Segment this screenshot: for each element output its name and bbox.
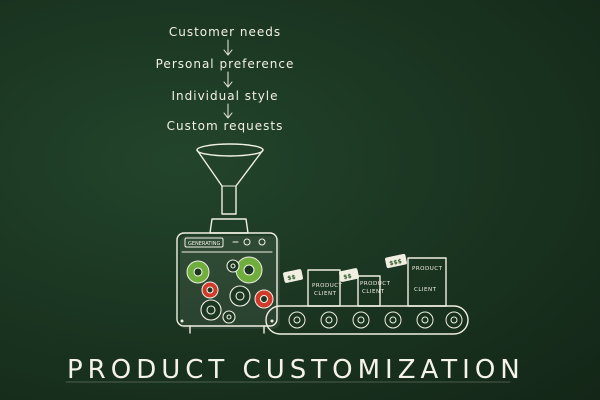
- gear-outline-icon: [226, 259, 240, 273]
- belt-outline: [265, 305, 469, 335]
- flow-arrow-head-3: [223, 112, 233, 119]
- svg-text:$$$: $$$: [389, 258, 403, 267]
- need-item-3: Individual style: [171, 89, 278, 103]
- machine-display-label: GENERATING: [188, 241, 221, 247]
- product-box-label-1: PRODUCT: [312, 283, 343, 289]
- product-box: PRODUCT CLIENT: [307, 269, 343, 307]
- funnel-icon: [196, 143, 264, 215]
- machine-knob-2: [258, 238, 266, 246]
- product-box-label-1: PRODUCT: [412, 266, 443, 272]
- machine-display: [184, 237, 224, 248]
- machine-intake: [209, 218, 249, 234]
- dollar-tag-icon: $$: [339, 268, 359, 282]
- gear-red-icon: [254, 289, 274, 309]
- machine-knob-1: [243, 238, 251, 246]
- gear-green-icon: [186, 260, 210, 284]
- product-box-label-2: CLIENT: [362, 289, 385, 295]
- svg-text:$$: $$: [287, 274, 297, 283]
- product-box: PRODUCT CLIENT: [407, 257, 447, 307]
- svg-text:$$: $$: [343, 273, 353, 282]
- page-title: PRODUCT CUSTOMIZATION: [67, 355, 525, 385]
- flow-arrow-head-1: [223, 49, 233, 56]
- conveyor-belt: [265, 305, 469, 335]
- dollar-tag-icon: $$: [283, 269, 303, 283]
- product-box-label-2: CLIENT: [414, 287, 437, 293]
- gear-outline-icon: [200, 299, 222, 321]
- customization-machine: GENERATING: [176, 218, 280, 334]
- flow-arrow-head-2: [223, 81, 233, 88]
- belt-rollers: [288, 311, 463, 329]
- product-box: PRODUCT CLIENT: [357, 275, 391, 307]
- need-item-1: Customer needs: [169, 25, 281, 39]
- need-item-2: Personal preference: [156, 57, 295, 71]
- product-box-label-2: CLIENT: [314, 291, 337, 297]
- gear-green-icon: [235, 256, 263, 284]
- dollar-tag-icon: $$$: [385, 253, 407, 269]
- gear-red-icon: [201, 281, 219, 299]
- product-box-label-1: PRODUCT: [360, 281, 391, 287]
- requirements-list: Customer needs Personal preference Indiv…: [156, 25, 295, 133]
- gear-outline-icon: [222, 310, 236, 324]
- gear-outline-icon: [229, 285, 251, 307]
- need-item-4: Custom requests: [167, 119, 284, 133]
